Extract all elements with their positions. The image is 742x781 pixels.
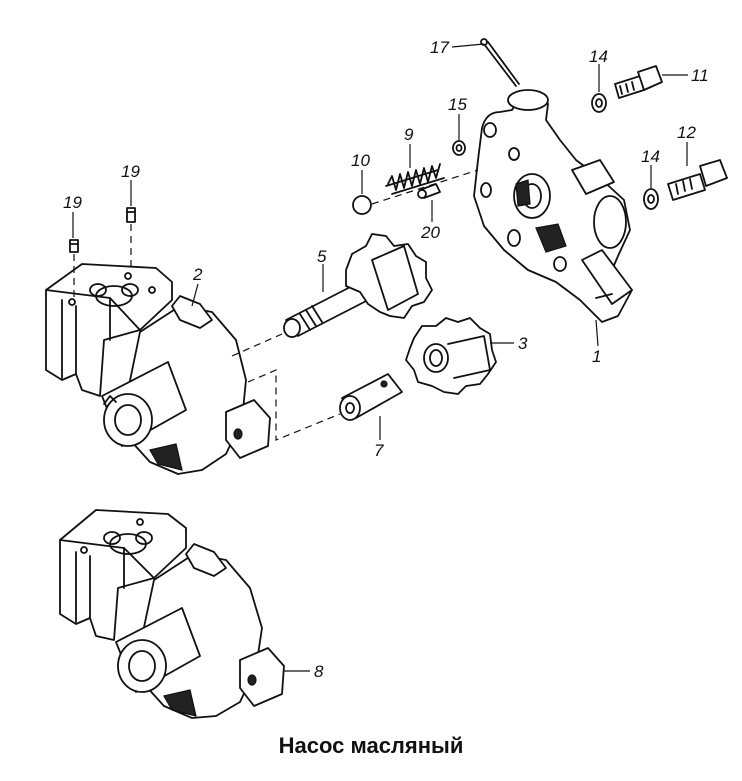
callout-12: 12: [677, 123, 696, 142]
part-15-washer: [452, 140, 466, 156]
callout-20: 20: [420, 223, 440, 242]
callout-1: 1: [592, 347, 601, 366]
part-12-bolt: [667, 159, 728, 201]
part-19-plug-right: [126, 207, 136, 223]
callout-19-left: 19: [63, 193, 82, 212]
callout-11: 11: [691, 66, 709, 85]
callout-15: 15: [448, 95, 467, 114]
callout-10: 10: [351, 151, 370, 170]
part-3-driven-gear: [405, 317, 497, 395]
assembly-line-shaft: [231, 333, 283, 357]
part-2-pump-housing: [45, 263, 271, 475]
callout-5: 5: [317, 247, 327, 266]
callout-7: 7: [374, 441, 384, 460]
callout-9: 9: [404, 125, 414, 144]
part-7-axle: [339, 373, 403, 421]
assembly-line-ball: [371, 169, 479, 205]
callout-labels: 17 14 11 15 9 12 14 10 19 19 20 5 2 3 1 …: [63, 38, 709, 681]
callout-3: 3: [518, 334, 528, 353]
callout-14-top: 14: [589, 47, 608, 66]
leader-lines: [72, 43, 688, 672]
part-17-cotter-pin: [480, 38, 520, 87]
callout-8: 8: [314, 662, 324, 681]
part-8-pump-assembly: [59, 509, 285, 719]
diagram-title: Насос масляный: [278, 733, 464, 758]
part-1-pump-cover: [473, 89, 633, 323]
callout-17: 17: [430, 38, 449, 57]
part-11-bolt: [614, 65, 663, 99]
callout-14-right: 14: [641, 147, 660, 166]
part-14-washer-right: [643, 188, 659, 210]
callout-2: 2: [192, 265, 203, 284]
part-9-spring: [385, 163, 445, 195]
part-10-ball: [352, 195, 372, 215]
part-20-pin: [417, 183, 441, 199]
part-5-drive-gear-shaft: [283, 233, 433, 338]
assembly-line-axle: [247, 369, 341, 441]
callout-19-right: 19: [121, 162, 140, 181]
part-19-plug-left: [69, 239, 79, 253]
part-14-washer-top: [591, 93, 607, 113]
